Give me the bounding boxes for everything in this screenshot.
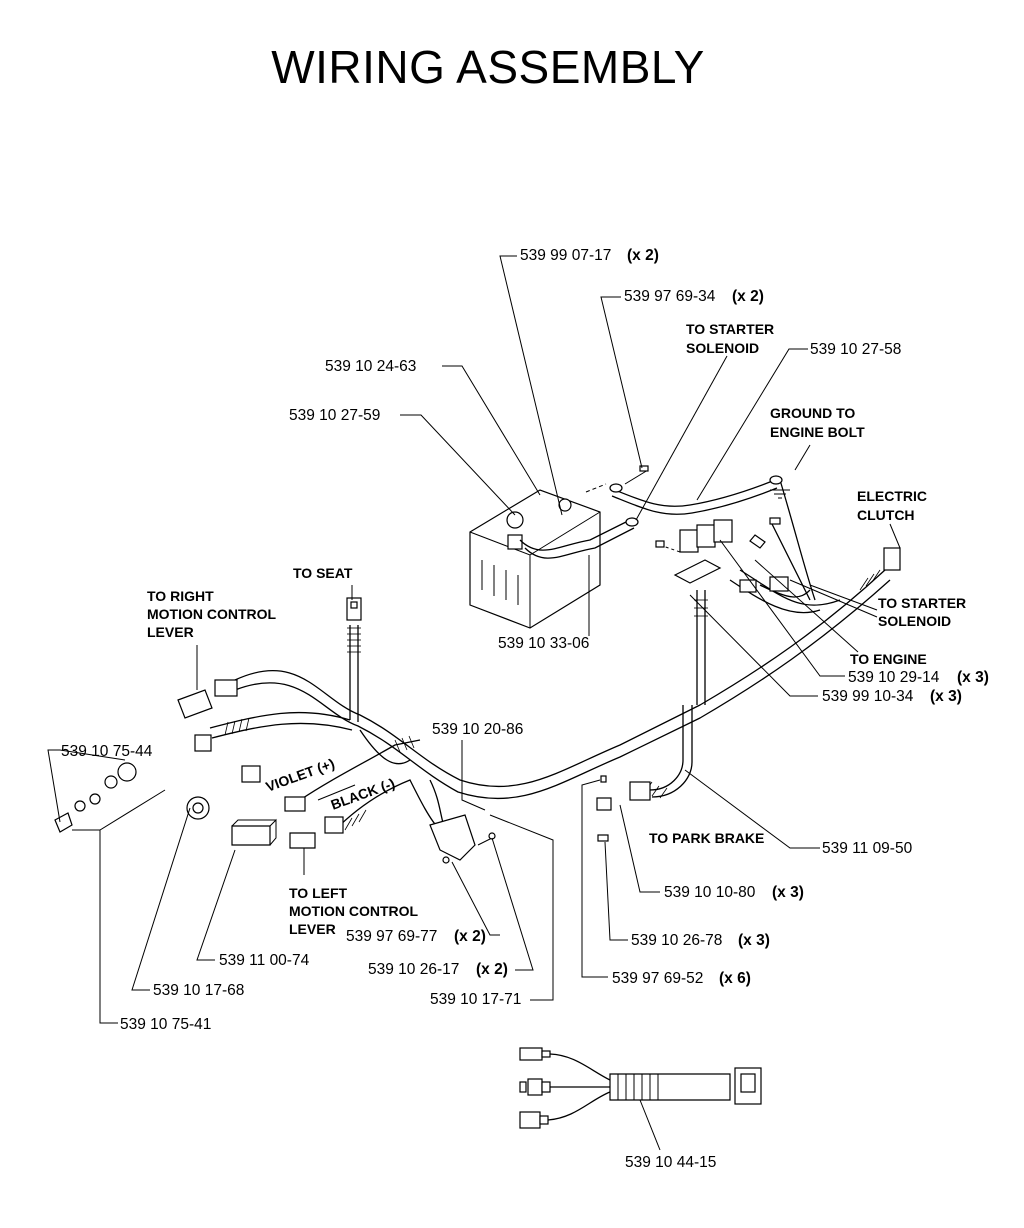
- leader-lines: [47, 255, 901, 1024]
- callout-text: GROUND TO: [770, 405, 855, 421]
- part-number: 539 10 75-44: [61, 743, 153, 760]
- callout-text: TO SEAT: [293, 565, 353, 581]
- part-number: 539 10 17-68: [153, 982, 244, 999]
- part-qty: (x 3): [930, 688, 962, 705]
- bracket: [429, 814, 496, 864]
- callout-text: SOLENOID: [686, 340, 759, 356]
- callout-text: ELECTRIC: [857, 488, 927, 504]
- part-number: 539 10 20-86: [432, 721, 523, 738]
- part-qty: (x 2): [454, 928, 486, 945]
- callout-text: SOLENOID: [878, 613, 951, 629]
- part-qty: (x 6): [719, 970, 751, 987]
- relay-block: [655, 519, 733, 584]
- part-number: 539 97 69-34: [624, 288, 716, 305]
- callout-text: TO ENGINE: [850, 651, 927, 667]
- battery: [469, 489, 601, 629]
- part-number: 539 10 29-14: [848, 669, 940, 686]
- part-number: 539 97 69-77: [346, 928, 437, 945]
- callout-text: TO LEFT: [289, 885, 348, 901]
- part-number: 539 99 10-34: [822, 688, 914, 705]
- battery-cables: [519, 465, 783, 559]
- part-number: 539 99 07-17: [520, 247, 611, 264]
- part-number: 539 11 00-74: [219, 952, 310, 969]
- wire-color-label: BLACK (-): [329, 775, 397, 813]
- part-qty: (x 3): [738, 932, 770, 949]
- left-switch-parts: [54, 734, 344, 849]
- part-number: 539 10 33-06: [498, 635, 589, 652]
- park-brake-parts: [596, 775, 651, 842]
- callout-text: TO RIGHT: [147, 588, 214, 604]
- callout-text: TO STARTER: [878, 595, 966, 611]
- part-number: 539 10 17-71: [430, 991, 521, 1008]
- ground-wire: [749, 489, 790, 549]
- part-qty: (x 2): [732, 288, 764, 305]
- wire-color-label: VIOLET (+): [264, 755, 337, 795]
- part-qty: (x 2): [627, 247, 659, 264]
- page-title: WIRING ASSEMBLY: [271, 41, 705, 93]
- callout-text: MOTION CONTROL: [147, 606, 277, 622]
- part-number: 539 10 44-15: [625, 1154, 716, 1171]
- part-number: 539 10 26-78: [631, 932, 722, 949]
- seat-connector: [346, 597, 362, 621]
- callout-text: TO STARTER: [686, 321, 774, 337]
- part-qty: (x 2): [476, 961, 508, 978]
- harness-sleeving: [224, 569, 881, 831]
- callout-text: ENGINE BOLT: [770, 424, 865, 440]
- part-number: 539 11 09-50: [822, 840, 913, 857]
- callout-text: TO PARK BRAKE: [649, 830, 764, 846]
- callout-text: LEVER: [289, 921, 336, 937]
- right-lever-connector: [177, 679, 238, 719]
- callout-text: CLUTCH: [857, 507, 915, 523]
- part-number: 539 10 24-63: [325, 358, 416, 375]
- part-number: 539 10 27-59: [289, 407, 380, 424]
- part-number: 539 10 75-41: [120, 1016, 211, 1033]
- callout-labels: TO STARTER SOLENOID GROUND TO ENGINE BOL…: [147, 321, 966, 937]
- callout-text: MOTION CONTROL: [289, 903, 419, 919]
- part-qty: (x 3): [957, 669, 989, 686]
- harness-44-15: [519, 1047, 762, 1151]
- part-number: 539 10 10-80: [664, 884, 756, 901]
- part-labels: 539 99 07-17 (x 2) 539 97 69-34 (x 2) 53…: [61, 247, 989, 1171]
- part-number: 539 10 27-58: [810, 341, 901, 358]
- callout-text: LEVER: [147, 624, 194, 640]
- part-qty: (x 3): [772, 884, 804, 901]
- part-number: 539 10 26-17: [368, 961, 459, 978]
- part-number: 539 97 69-52: [612, 970, 703, 987]
